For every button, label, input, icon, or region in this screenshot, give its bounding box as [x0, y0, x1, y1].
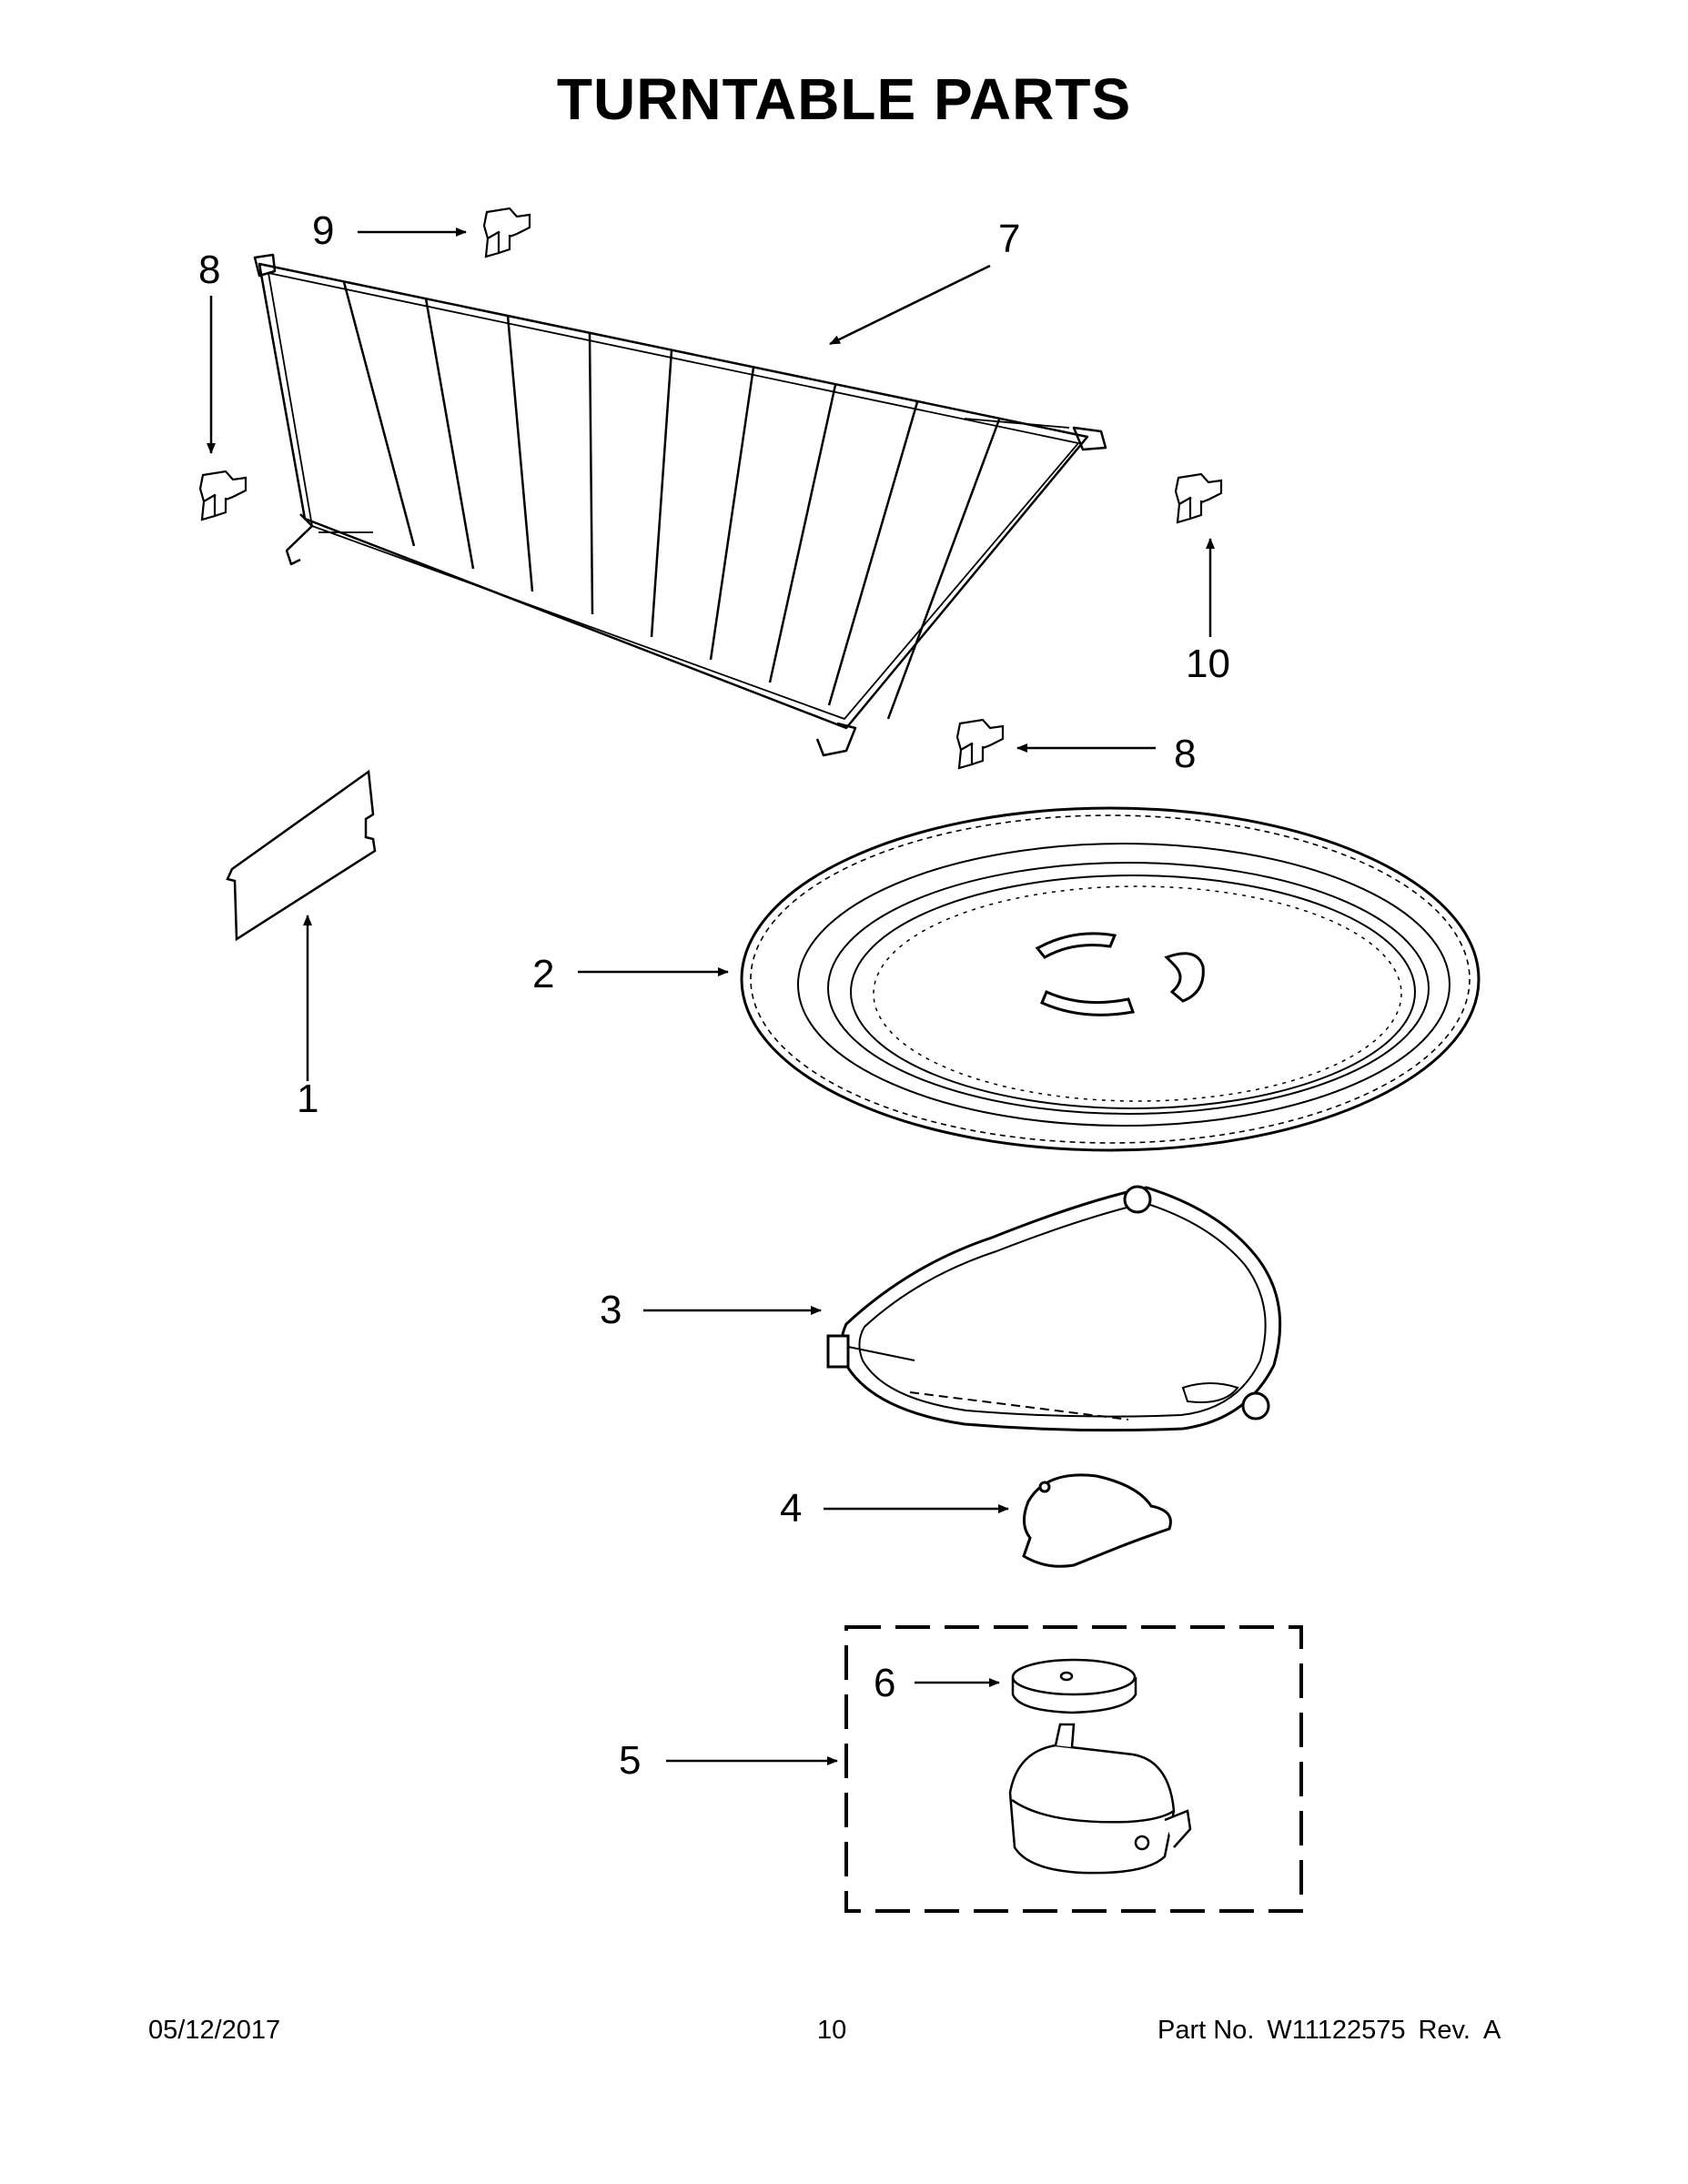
callout-5: 5 — [619, 1738, 642, 1783]
part-number-label: Part No. — [1157, 2016, 1255, 2045]
turntable-motor-part — [1008, 1723, 1192, 1875]
roller-guide-part — [826, 1185, 1282, 1432]
callout-10: 10 — [1186, 642, 1230, 686]
callout-6: 6 — [874, 1661, 896, 1705]
callout-7: 7 — [998, 217, 1021, 261]
revision: A — [1482, 2016, 1501, 2045]
callout-8-right: 8 — [1174, 732, 1197, 776]
callout-2: 2 — [532, 952, 555, 996]
drive-disk-part — [1011, 1658, 1137, 1714]
leader-arrows — [207, 228, 1215, 1765]
footer-date: 05/12/2017 — [148, 2016, 281, 2045]
revision-label: Rev. — [1418, 2016, 1471, 2045]
footer-page-number: 10 — [817, 2016, 847, 2045]
waveguide-cover-part — [226, 769, 377, 942]
callout-1: 1 — [297, 1077, 319, 1121]
page-title: TURNTABLE PARTS — [556, 66, 1132, 132]
clip-part-8-left — [198, 470, 248, 521]
clip-part-9 — [482, 207, 531, 258]
wire-rack-part — [253, 253, 1107, 757]
footer-part-info: Part No. W11122575 Rev. A — [1157, 2016, 1501, 2046]
clip-part-10 — [1174, 472, 1223, 524]
callout-3: 3 — [600, 1288, 622, 1332]
part-number: W11122575 — [1267, 2016, 1406, 2045]
callout-8-left: 8 — [198, 248, 221, 292]
glass-tray-part — [740, 806, 1481, 1152]
coupler-part — [1022, 1473, 1172, 1568]
callout-4: 4 — [780, 1486, 803, 1531]
motor-kit-dashed-box — [844, 1625, 1303, 1913]
callout-9: 9 — [312, 208, 335, 253]
arrow-part-7 — [829, 264, 991, 346]
clip-part-8-right — [955, 718, 1005, 770]
